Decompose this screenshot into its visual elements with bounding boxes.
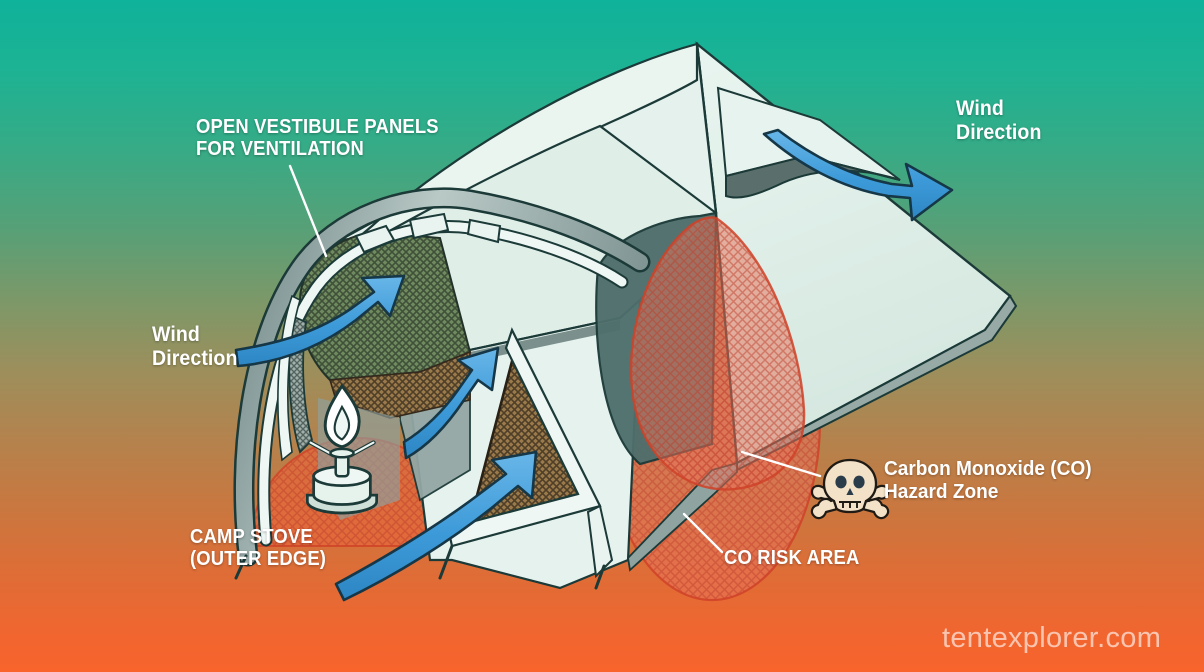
flame-icon <box>323 383 361 449</box>
leader-lines <box>288 164 822 554</box>
leader-vestibule <box>288 164 328 258</box>
roof-vent-flap <box>716 86 901 199</box>
leader-co-hazard <box>740 450 822 478</box>
wind-arrow-middle <box>402 346 500 460</box>
wind-arrow-vestibule <box>234 274 406 368</box>
tent-stakes <box>234 544 606 590</box>
camp-stove-icon <box>305 383 379 515</box>
wind-arrows <box>234 128 954 602</box>
leader-co-risk <box>682 512 724 554</box>
skull-and-crossbones-icon <box>810 458 890 520</box>
wind-arrow-exit <box>762 128 954 222</box>
co-hazard-zone-overlay <box>629 216 806 491</box>
wind-arrow-lower <box>334 450 538 602</box>
